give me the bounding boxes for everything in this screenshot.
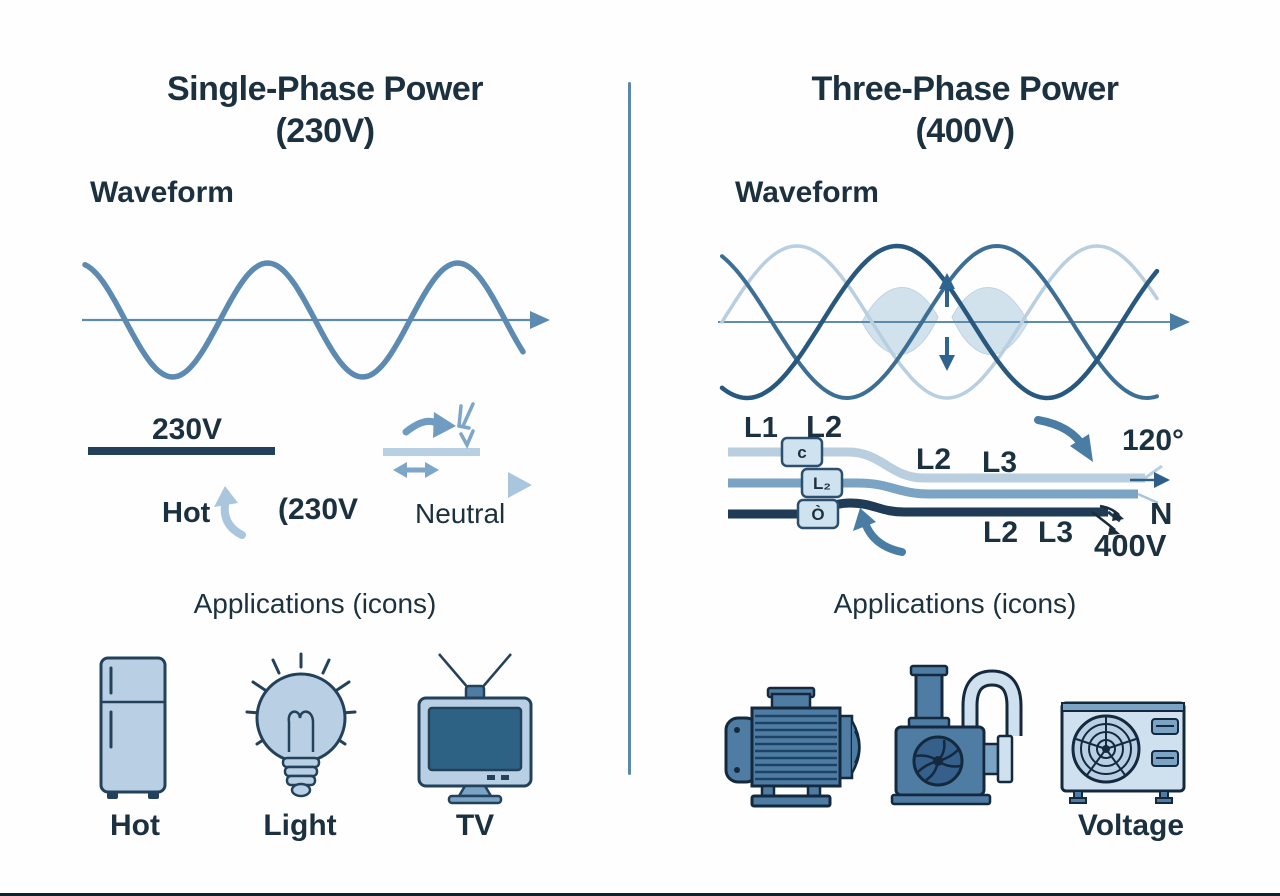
light-bulb-caption: Light	[263, 809, 337, 842]
left-waveform-heading: Waveform	[90, 176, 234, 209]
bottom-border	[0, 893, 1280, 896]
phase-wave-dark	[719, 243, 1160, 401]
output-arrow-icon	[1130, 472, 1170, 488]
right-panel-title-line1: Three-Phase Power	[811, 70, 1119, 108]
neutral-wire-bar	[383, 448, 480, 456]
mid-l3-label: L3	[982, 446, 1018, 479]
axis-arrow-icon	[530, 311, 550, 329]
l1-label: L1	[744, 412, 778, 444]
spark-glyph-icon	[457, 402, 475, 450]
angle-label: 120°	[1122, 424, 1185, 457]
wire-arrow-icon	[508, 472, 532, 498]
hot-label: Hot	[162, 497, 211, 529]
refrigerator-icon	[99, 656, 167, 799]
mid-l2-label: L2	[916, 443, 952, 476]
wire-tag-2: L₂	[800, 467, 844, 499]
ac-unit-icon	[1060, 701, 1186, 804]
motor-icon	[724, 686, 861, 808]
wire-tag-3: Ò	[796, 498, 840, 530]
hot-wire-bar	[88, 447, 275, 455]
svg-text:c: c	[797, 443, 806, 462]
neutral-label: Neutral	[415, 498, 506, 529]
wire-tag-1: c	[780, 436, 824, 468]
axis-arrow-icon	[1170, 313, 1190, 331]
l2-label: L2	[806, 409, 843, 444]
bottom-l2-label: L2	[983, 516, 1019, 549]
phase-lens-right	[951, 287, 1029, 355]
up-arrow-icon	[939, 273, 955, 307]
pump-icon	[890, 664, 1023, 806]
wire-l2	[728, 478, 1138, 499]
tv-icon	[417, 653, 533, 805]
down-arrow-icon	[939, 337, 955, 371]
phase-wave-medium	[720, 243, 1159, 401]
left-panel-title-line1: Single-Phase Power	[167, 70, 484, 108]
svg-text:L₂: L₂	[813, 474, 831, 493]
mid-voltage-label: (230V	[278, 493, 359, 526]
neutral-n-label: N	[1150, 496, 1173, 531]
ac-unit-caption: Voltage	[1077, 809, 1185, 842]
refrigerator-caption: Hot	[110, 809, 160, 842]
sine-wave	[82, 260, 526, 380]
left-voltage-label: 230V	[152, 413, 223, 446]
right-applications-heading: Applications (icons)	[833, 588, 1077, 619]
curved-arrow-icon	[402, 417, 442, 436]
phase-wave-light	[720, 244, 1159, 400]
double-arrow-icon	[393, 462, 439, 478]
svg-text:Ò: Ò	[811, 505, 824, 524]
three-phase-wiring-diagram: c L₂ Ò	[728, 416, 1170, 556]
tv-caption: TV	[455, 809, 495, 842]
right-voltage-label: 400V	[1094, 528, 1167, 563]
right-panel-title-line2: (400V)	[915, 112, 1015, 150]
single-phase-wiring-diagram	[88, 402, 532, 539]
single-phase-waveform	[82, 260, 550, 380]
right-waveform-heading: Waveform	[735, 176, 879, 209]
light-bulb-icon	[245, 652, 357, 798]
bottom-l3-label: L3	[1038, 516, 1074, 549]
panel-divider	[628, 82, 631, 775]
rotation-arrow-icon	[860, 516, 906, 556]
three-phase-waveform	[718, 243, 1190, 401]
wire-neutral	[728, 498, 1108, 519]
left-panel-title-line2: (230V)	[275, 112, 375, 150]
left-applications-heading: Applications (icons)	[193, 588, 437, 619]
wire-l1	[728, 447, 1145, 483]
